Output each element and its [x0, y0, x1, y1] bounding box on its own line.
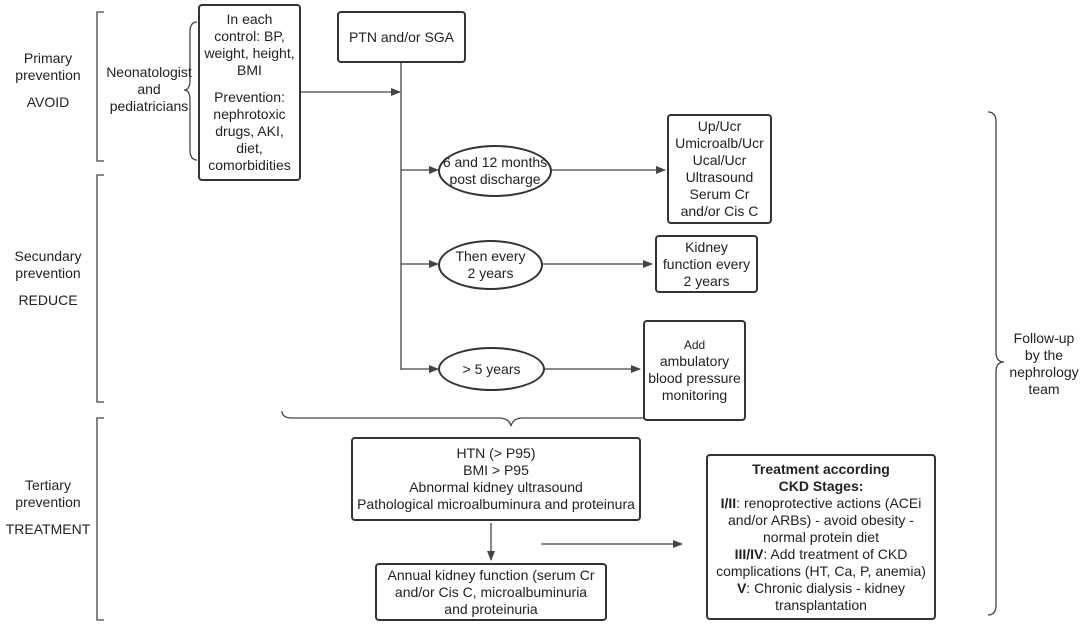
stage1-label: I/II — [720, 494, 737, 511]
treatment-title1: Treatment according — [752, 460, 890, 477]
primary-prevention-label: Primary prevention AVOID — [0, 50, 96, 111]
ellipse-2y-line2: 2 years — [467, 265, 514, 281]
control-line: In each — [226, 11, 273, 27]
abpm-line: monitoring — [661, 386, 728, 403]
neonatologist-brace — [183, 21, 198, 161]
htn-line: BMI > P95 — [463, 462, 529, 478]
tests-line: Serum Cr — [689, 186, 750, 202]
neonatologist-line3: pediatricians — [109, 98, 189, 114]
annual-line: and/or Cis C, microalbuminuria — [394, 583, 588, 600]
control-line: control: BP, — [214, 28, 285, 44]
tests-box: Up/Ucr Umicroalb/Ucr Ucal/Ucr Ultrasound… — [667, 114, 772, 224]
ellipse-every-2-years: Then every 2 years — [438, 240, 543, 290]
tertiary-title-line2: prevention — [15, 494, 81, 510]
tests-line: Up/Ucr — [697, 118, 742, 134]
kidney-function-line: function every — [662, 255, 751, 272]
stage2-text: : Add treatment of CKD — [763, 545, 908, 562]
htn-line: Abnormal kidney ultrasound — [409, 479, 583, 495]
neonatologist-label: Neonatologist and pediatricians — [103, 64, 195, 115]
tests-line: Ultrasound — [685, 169, 754, 185]
followup-line: nephrology — [1009, 364, 1079, 380]
neonatologist-line2: and — [137, 81, 161, 97]
kidney-function-line: 2 years — [683, 272, 730, 289]
primary-title-line1: Primary — [23, 50, 73, 66]
htn-line: HTN (> P95) — [456, 445, 536, 461]
tests-line: Umicroalb/Ucr — [675, 135, 764, 151]
prevention-line: comorbidities — [208, 157, 291, 173]
annual-line: Annual kidney function (serum Cr — [387, 566, 595, 583]
ptn-sga-text: PTN and/or SGA — [348, 28, 455, 45]
followup-line: team — [1028, 381, 1060, 397]
ellipse-2y-line1: Then every — [455, 248, 526, 264]
primary-bracket — [96, 11, 104, 162]
kidney-function-box: Kidney function every 2 years — [655, 235, 758, 293]
annual-kidney-function-box: Annual kidney function (serum Cr and/or … — [375, 563, 607, 621]
ellipse-6-12-line2: post discharge — [449, 171, 541, 187]
stage2-label: III/IV — [734, 545, 764, 562]
control-line: BMI — [237, 62, 262, 78]
secondary-title-line2: prevention — [15, 265, 81, 281]
tertiary-bracket — [96, 417, 104, 621]
htn-box: HTN (> P95) BMI > P95 Abnormal kidney ul… — [351, 437, 641, 521]
control-line: weight, height, — [204, 45, 295, 61]
annual-line: and proteinuria — [444, 600, 538, 617]
tertiary-title-line1: Tertiary — [25, 477, 71, 493]
neonatologist-line1: Neonatologist — [106, 64, 192, 80]
stage3-line2: transplantation — [775, 596, 867, 613]
followup-line: by the — [1024, 347, 1064, 363]
ellipse-over-5-years: > 5 years — [438, 347, 545, 391]
stage1-line2: and/or ARBs) - avoid obesity - — [728, 511, 914, 528]
tertiary-prevention-label: Tertiary prevention TREATMENT — [0, 477, 96, 538]
tests-line: Ucal/Ucr — [692, 152, 747, 168]
prevention-line: diet, — [236, 140, 263, 156]
abpm-line: ambulatory — [659, 352, 730, 369]
prevention-line: Prevention: — [214, 89, 285, 105]
secondary-action: REDUCE — [18, 292, 78, 308]
followup-brace — [987, 111, 1005, 616]
stage3-line1: V: Chronic dialysis - kidney — [737, 580, 905, 597]
stage1-line3: normal protein diet — [763, 528, 879, 545]
stage2-line1: III/IV: Add treatment of CKD — [735, 546, 908, 563]
abpm-add: Add — [683, 337, 706, 352]
kidney-function-line: Kidney — [685, 238, 728, 255]
prevention-line: drugs, AKI, — [215, 123, 284, 139]
followup-line: Follow-up — [1013, 330, 1075, 346]
ellipse-6-12-line1: 6 and 12 months — [442, 154, 548, 170]
secondary-prevention-label: Secundary prevention REDUCE — [0, 248, 96, 309]
secondary-title-line1: Secundary — [14, 248, 82, 264]
tests-line: and/or Cis C — [680, 203, 759, 219]
control-box: In each control: BP, weight, height, BMI… — [198, 4, 301, 181]
stage2-line2: complications (HT, Ca, P, anemia) — [716, 562, 926, 579]
abpm-box: Add ambulatory blood pressure monitoring — [643, 320, 746, 421]
ellipse-6-12-months: 6 and 12 months post discharge — [438, 145, 552, 197]
stage1-line1: I/II: renoprotective actions (ACEi — [721, 495, 922, 512]
tertiary-action: TREATMENT — [5, 521, 91, 537]
primary-title-line2: prevention — [15, 67, 81, 83]
prevention-line: nephrotoxic — [213, 106, 286, 122]
primary-action: AVOID — [26, 94, 70, 110]
stage3-label: V — [736, 579, 747, 596]
ellipse-5y-text: > 5 years — [462, 360, 521, 377]
abpm-line: blood pressure — [648, 369, 741, 386]
secondary-bracket — [96, 174, 104, 403]
treatment-title2: CKD Stages: — [778, 477, 864, 494]
followup-label: Follow-up by the nephrology team — [1004, 330, 1084, 398]
stage3-text: : Chronic dialysis - kidney — [746, 579, 906, 596]
stage1-text: : renoprotective actions (ACEi — [736, 494, 922, 511]
ptn-sga-box: PTN and/or SGA — [337, 11, 466, 63]
htn-line: Pathological microalbuminura and protein… — [357, 496, 635, 512]
treatment-box: Treatment according CKD Stages: I/II: re… — [706, 454, 936, 620]
